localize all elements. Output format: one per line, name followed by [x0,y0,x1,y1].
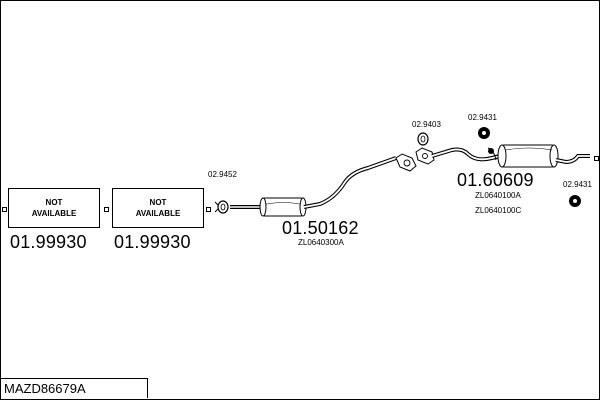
part-box-2-number: 01.99930 [114,232,191,252]
mid-gasket-number: 02.9403 [412,120,441,129]
mid-gasket[interactable] [417,132,429,146]
part-box-1-label[interactable]: NOT AVAILABLE [8,188,100,228]
rear-inlet-pipe [431,147,501,162]
mid-flange[interactable] [395,147,435,172]
front-muffler[interactable] [230,197,307,217]
rubber-hanger-right[interactable] [569,195,581,207]
rear-muffler-number: 01.60609 [457,170,534,190]
model-code: MAZD86679A [0,378,148,398]
connector-dot [594,156,599,161]
front-muffler-number: 01.50162 [282,218,359,238]
front-gasket-number: 02.9452 [208,170,237,179]
connector-dot [104,207,109,212]
rear-muffler-oe-1: ZL0640100A [475,191,521,200]
middle-pipe [303,156,397,209]
connector-dot [2,207,7,212]
front-muffler-oe: ZL0640300A [298,238,344,247]
rear-muffler[interactable] [497,144,590,168]
part-box-1-number: 01.99930 [10,232,87,252]
connector-dot [206,207,211,212]
rear-muffler-oe-2: ZL0640100C [475,206,522,215]
hanger-top-number: 02.9431 [468,113,497,122]
hanger-right-number: 02.9431 [563,180,592,189]
front-gasket[interactable] [214,200,229,214]
part-box-2-label[interactable]: NOT AVAILABLE [112,188,204,228]
rubber-hanger-top[interactable] [478,127,490,139]
